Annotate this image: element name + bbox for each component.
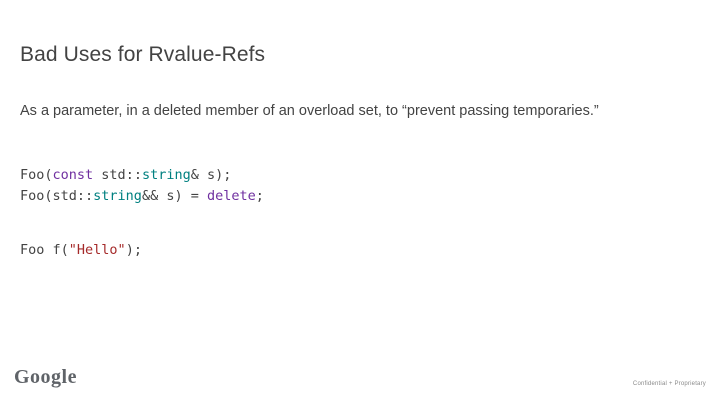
code-token: std [101, 167, 126, 183]
code-token: :: [76, 188, 94, 204]
code-token: Foo( [20, 188, 53, 204]
google-logo: Google [14, 366, 77, 388]
code-token: ; [255, 188, 264, 204]
code-token: std [52, 188, 77, 204]
code-token-keyword: delete [206, 188, 256, 204]
code-token-type: string [141, 167, 191, 183]
body-paragraph: As a parameter, in a deleted member of a… [20, 103, 599, 119]
code-token: :: [125, 167, 142, 183]
code-token: && s) = [141, 188, 207, 204]
code-line-1: Foo(const std::string& s); [20, 167, 231, 183]
code-token-string: "Hello" [68, 242, 126, 258]
code-line-1: Foo f("Hello"); [20, 242, 142, 258]
code-block-declarations: Foo(const std::string& s); Foo(std::stri… [20, 165, 264, 207]
code-token: & s); [190, 167, 232, 183]
code-block-usage: Foo f("Hello"); [20, 240, 142, 261]
confidentiality-notice: Confidential + Proprietary [632, 381, 706, 387]
code-token-keyword: const [52, 167, 94, 183]
code-token-type: string [93, 188, 142, 204]
code-token: Foo f( [20, 242, 69, 258]
code-token: Foo( [20, 167, 53, 183]
code-token: ); [125, 242, 142, 258]
code-line-2: Foo(std::string&& s) = delete; [20, 188, 264, 204]
page-title: Bad Uses for Rvalue-Refs [20, 43, 266, 66]
